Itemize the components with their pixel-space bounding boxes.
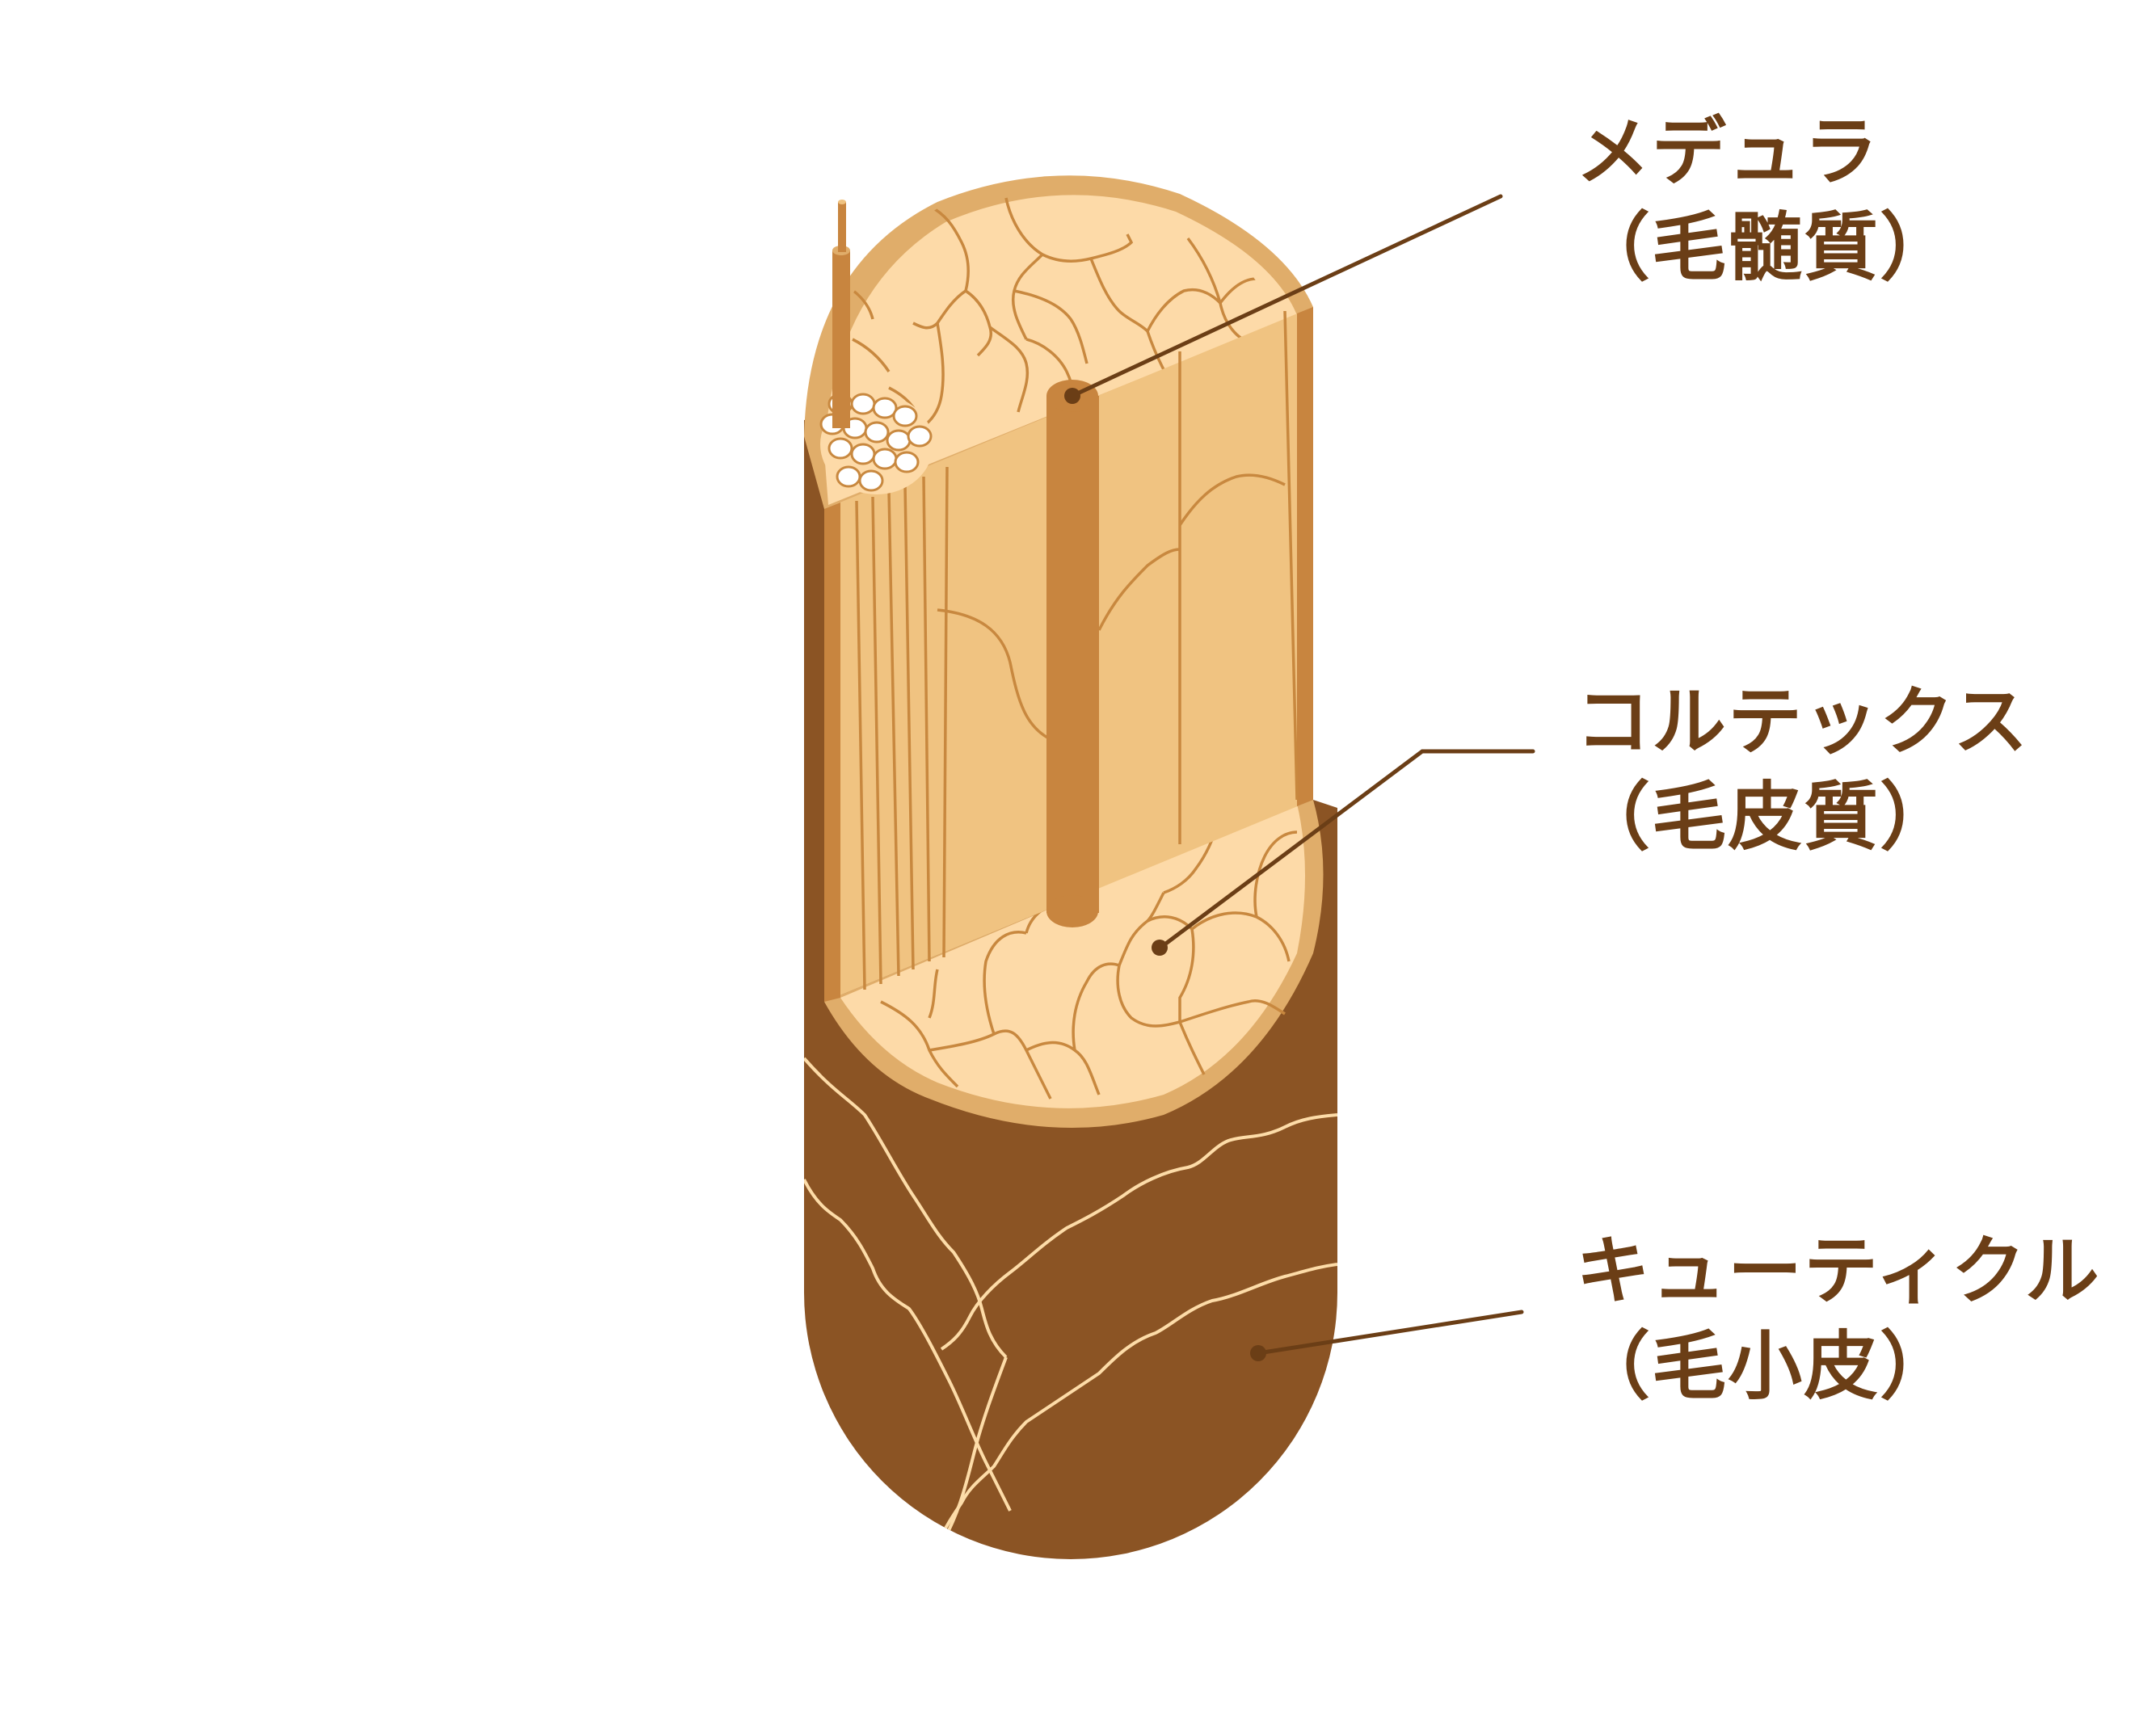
lower-cortex-cells (880, 811, 1298, 1100)
label-cortex: コルテックス （毛皮質） (1576, 675, 2029, 865)
cortex-side-edge (804, 436, 824, 1006)
cuticle-dot (1250, 1345, 1266, 1361)
fiber-bundle (819, 200, 933, 494)
medulla-rod (1046, 380, 1099, 927)
protruding-strand (832, 250, 850, 428)
label-cuticle-sub: （毛小皮） (1576, 1323, 1956, 1410)
lower-cortex-cap (824, 800, 1324, 1128)
label-cortex-main: コルテックス (1576, 679, 2030, 765)
label-cuticle-main: キューティクル (1576, 1228, 2101, 1314)
leader-dots (1064, 388, 1266, 1361)
label-medulla-sub: （毛髄質） (1576, 204, 1956, 291)
label-medulla: メデュラ （毛髄質） (1576, 105, 1956, 296)
label-cortex-sub: （毛皮質） (1576, 774, 1956, 860)
cuticle-scale-lines (804, 1057, 1337, 1553)
cortex-dot (1152, 940, 1168, 956)
leader-cuticle (1256, 1310, 1524, 1356)
leader-cortex (1161, 749, 1535, 948)
label-medulla-main: メデュラ (1576, 109, 1880, 196)
medulla-dot (1064, 388, 1080, 404)
leader-medulla (1070, 194, 1503, 398)
label-cuticle: キューティクル （毛小皮） (1576, 1224, 2101, 1415)
leader-lines (1070, 194, 1535, 1356)
